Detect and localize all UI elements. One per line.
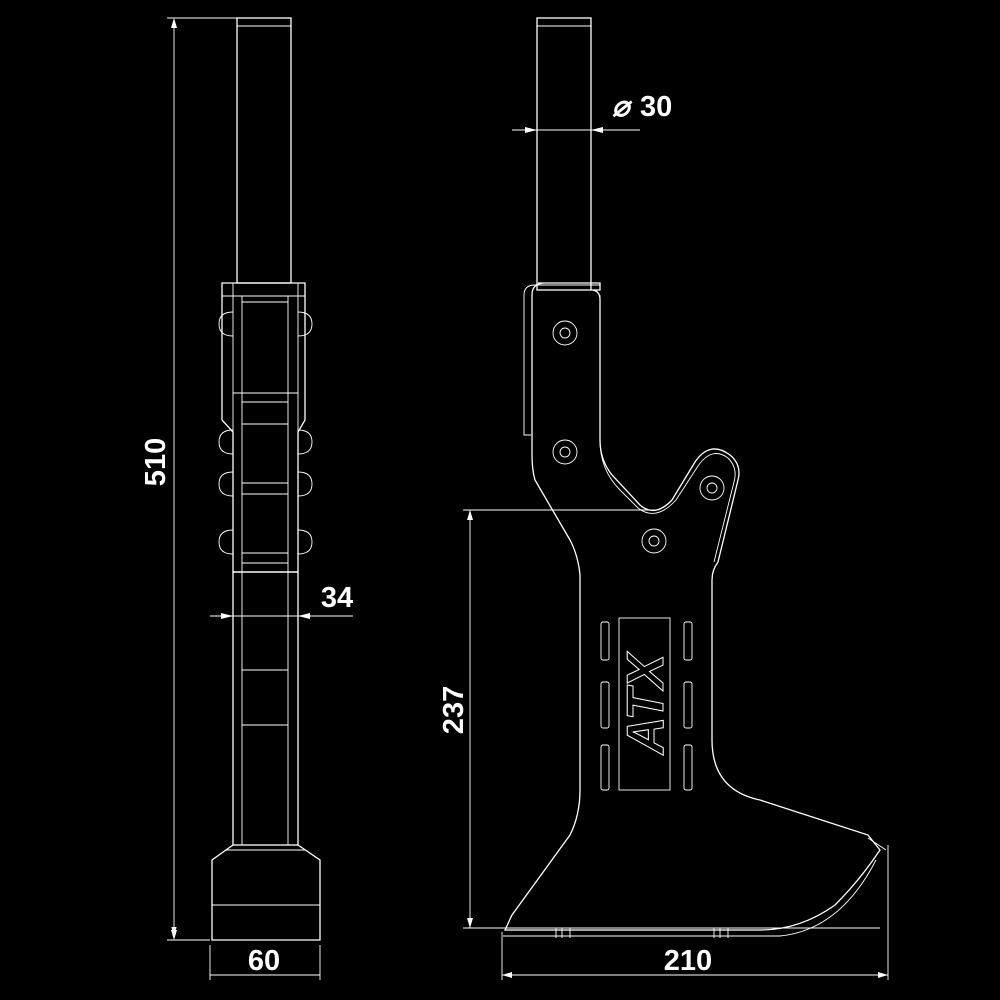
front-foot [211,844,321,941]
dimension-237: 237 [438,509,655,929]
dimension-34: 34 [210,582,353,619]
side-tube [536,17,592,291]
side-view: ATX [503,17,887,938]
front-tube [236,17,292,284]
logo-frame [618,617,671,791]
dimension-210: 210 [501,845,889,980]
bolt-holes [552,320,725,554]
front-bracket [221,282,306,573]
dimension-label-510: 510 [140,438,172,486]
dimension-label-60: 60 [248,945,280,977]
slots [600,621,693,791]
front-view [211,17,321,941]
dimension-label-237: 237 [438,686,470,734]
dimension-510: 510 [140,17,237,941]
dimension-60: 60 [209,945,321,980]
dimension-label-30: 30 [640,91,672,123]
front-column [232,571,299,846]
dimension-label-34: 34 [321,582,353,614]
diameter-symbol: ⌀ [612,91,633,123]
dimension-label-210: 210 [664,945,712,977]
atx-logo: ATX [617,651,675,756]
dimension-diameter-30: ⌀ 30 [512,91,672,133]
side-plate [503,282,881,931]
